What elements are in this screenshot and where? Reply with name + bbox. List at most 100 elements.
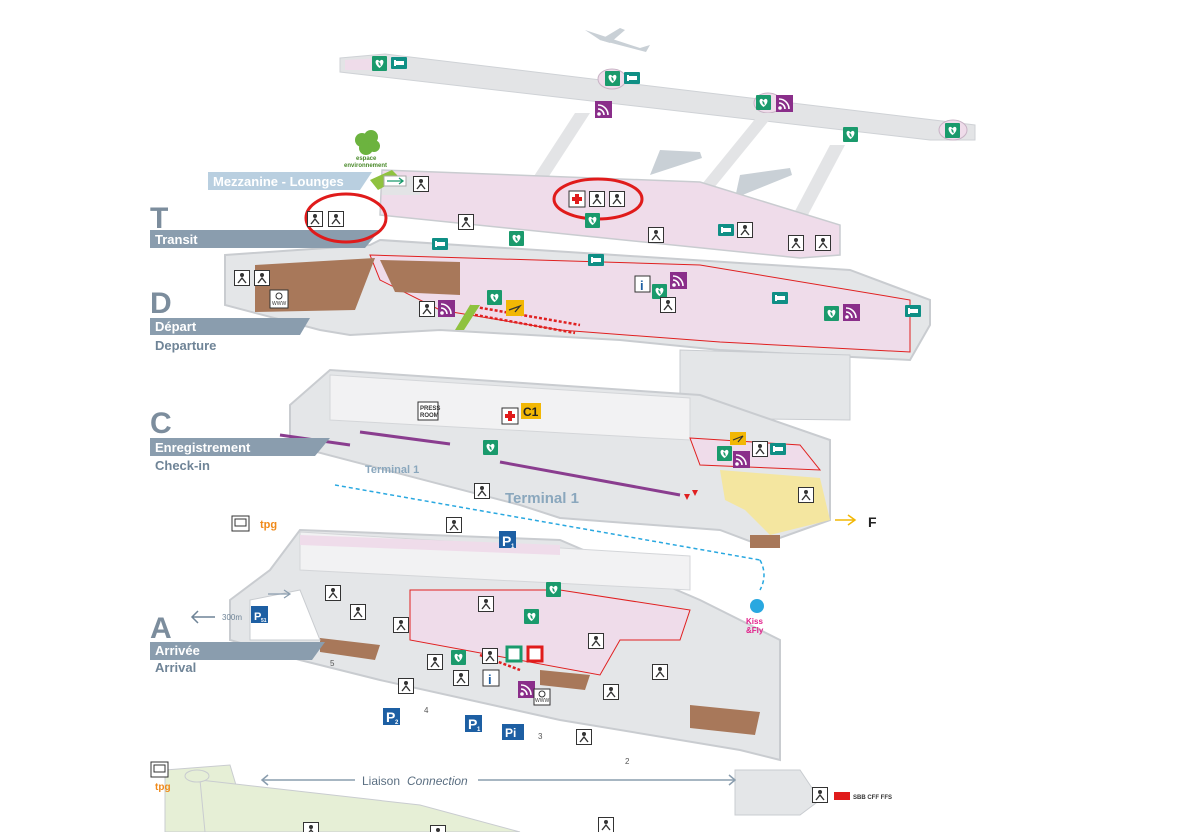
smoking-area-icon[interactable] xyxy=(736,221,754,239)
gate-icon[interactable] xyxy=(506,300,524,316)
level-banner-arrival: A Arrivée Arrival xyxy=(150,612,325,675)
defibrillator-icon[interactable] xyxy=(842,126,859,143)
level-banner-mezzanine: Mezzanine - Lounges xyxy=(208,172,372,190)
mezzanine-title: Mezzanine - Lounges xyxy=(213,174,344,189)
tpg-bus-stop[interactable]: tpg xyxy=(231,515,277,532)
defibrillator-icon[interactable] xyxy=(450,649,467,666)
tpg-bus-stop-bottom[interactable]: tpg xyxy=(150,761,171,793)
wifi-icon[interactable] xyxy=(517,680,536,699)
baby-care-icon[interactable] xyxy=(647,226,665,244)
escalator-icon[interactable] xyxy=(383,175,407,187)
information-icon[interactable]: i xyxy=(482,669,500,687)
toilet-icon[interactable] xyxy=(392,616,410,634)
car-rental-icon[interactable] xyxy=(651,663,669,681)
svg-text:51: 51 xyxy=(261,618,267,624)
train-station-icon[interactable] xyxy=(811,786,829,804)
accessibility-icon[interactable] xyxy=(473,482,491,500)
defibrillator-icon[interactable] xyxy=(651,283,668,300)
bus-icon[interactable] xyxy=(397,677,415,695)
svg-text:environnement: environnement xyxy=(344,163,387,169)
smoking-area-icon[interactable] xyxy=(233,269,251,287)
escalator-icon[interactable] xyxy=(597,816,615,832)
lounge-icon[interactable] xyxy=(432,238,448,250)
baby-care-icon[interactable] xyxy=(253,269,271,287)
escalator-icon[interactable] xyxy=(302,821,320,832)
press-room-icon[interactable]: PRESS ROOM xyxy=(417,401,440,421)
toilet-icon[interactable] xyxy=(588,190,606,208)
toilet-icon[interactable] xyxy=(327,210,345,228)
parking-p2[interactable]: P 2 xyxy=(383,708,400,726)
svg-text:WWW: WWW xyxy=(272,301,286,307)
arrival-subtitle: Arrival xyxy=(155,660,196,675)
svg-text:3: 3 xyxy=(538,732,543,741)
defibrillator-icon[interactable] xyxy=(584,212,601,229)
lounge-icon[interactable] xyxy=(905,305,921,317)
customs-icon[interactable] xyxy=(526,645,544,663)
rail-connection-floor xyxy=(164,764,821,832)
depart-title: Départ xyxy=(155,319,197,334)
parking-p1-bottom[interactable]: P 1 xyxy=(465,715,482,733)
information-icon[interactable]: i xyxy=(634,275,651,293)
currency-exchange-icon[interactable] xyxy=(426,653,444,671)
taxi-icon[interactable] xyxy=(797,486,815,504)
defibrillator-icon[interactable] xyxy=(486,289,503,306)
www-icon[interactable]: WWW xyxy=(269,289,289,309)
www-icon[interactable]: WWW xyxy=(533,688,551,706)
kiss-and-fly[interactable]: Kiss &Fly xyxy=(746,599,764,635)
escalator-icon[interactable] xyxy=(659,296,677,314)
medical-cross-icon[interactable] xyxy=(568,190,586,208)
escalator-icon[interactable] xyxy=(268,589,292,599)
escalator-icon[interactable] xyxy=(787,234,805,252)
smoking-area-icon[interactable] xyxy=(608,190,626,208)
lounge-icon[interactable] xyxy=(718,224,734,236)
defibrillator-icon[interactable] xyxy=(545,581,562,598)
baby-care-icon[interactable] xyxy=(412,175,430,193)
toilet-icon[interactable] xyxy=(751,440,769,458)
wifi-icon[interactable] xyxy=(437,299,456,318)
baby-care-icon[interactable] xyxy=(324,584,342,602)
escalator-icon[interactable] xyxy=(602,683,620,701)
parking-p1-top[interactable]: P 1 xyxy=(499,531,516,550)
defibrillator-icon[interactable] xyxy=(482,439,499,456)
lounge-icon[interactable] xyxy=(770,443,786,455)
wifi-icon[interactable] xyxy=(732,450,751,469)
defibrillator-icon[interactable] xyxy=(755,94,772,111)
defibrillator-icon[interactable] xyxy=(508,230,525,247)
escalator-icon[interactable] xyxy=(429,824,447,832)
wifi-icon[interactable] xyxy=(669,271,688,290)
lounge-icon[interactable] xyxy=(588,254,604,266)
prayer-room-icon[interactable] xyxy=(457,213,475,231)
wifi-icon[interactable] xyxy=(775,94,794,113)
mail-icon[interactable] xyxy=(349,603,367,621)
lounge-icon[interactable] xyxy=(772,292,788,304)
lounge-icon[interactable] xyxy=(587,632,605,650)
wifi-icon[interactable] xyxy=(594,100,613,119)
escalator-icon[interactable] xyxy=(418,300,436,318)
defibrillator-icon[interactable] xyxy=(523,608,540,625)
gate-c1-badge[interactable]: C1 xyxy=(521,403,541,419)
lounge-icon[interactable] xyxy=(391,57,407,69)
svg-text:P: P xyxy=(254,611,261,623)
baby-care-icon[interactable] xyxy=(481,647,499,665)
parking-p51[interactable]: P 51 xyxy=(251,606,268,624)
gate-icon[interactable] xyxy=(730,432,746,445)
defibrillator-icon[interactable] xyxy=(944,122,961,139)
medical-cross-icon[interactable] xyxy=(501,407,519,425)
lounge-icon[interactable] xyxy=(624,72,640,84)
taxi-icon[interactable] xyxy=(575,728,593,746)
defibrillator-icon[interactable] xyxy=(371,55,388,72)
baby-care-icon[interactable] xyxy=(306,210,324,228)
lost-found-icon[interactable] xyxy=(505,645,523,663)
transit-letter: T xyxy=(150,202,168,235)
baby-care-icon[interactable] xyxy=(814,234,832,252)
defibrillator-icon[interactable] xyxy=(716,445,733,462)
escalator-icon[interactable] xyxy=(452,669,470,687)
taxi-icon[interactable] xyxy=(445,516,463,534)
wifi-icon[interactable] xyxy=(842,303,861,322)
defibrillator-icon[interactable] xyxy=(823,305,840,322)
toilet-icon[interactable] xyxy=(477,595,495,613)
terminal-1-label-large: Terminal 1 xyxy=(505,490,579,507)
door-numbers: 5 4 3 2 xyxy=(330,659,630,766)
defibrillator-icon[interactable] xyxy=(604,70,621,87)
parking-pi[interactable]: Pi xyxy=(502,724,524,740)
